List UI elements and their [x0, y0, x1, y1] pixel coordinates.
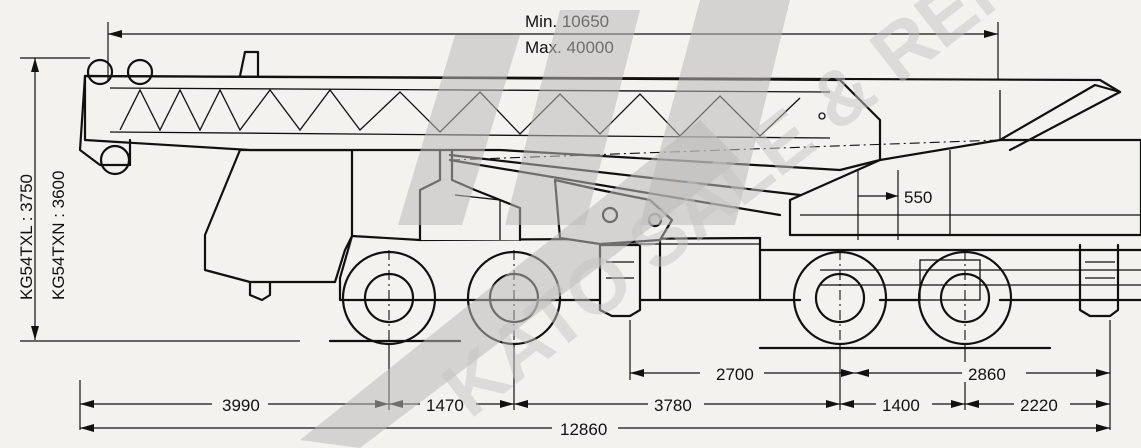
dim-1400-label: 1400 [882, 396, 920, 415]
height-txn-label: KG54TXN : 3600 [49, 171, 68, 300]
dim-2700-label: 2700 [716, 365, 754, 384]
dim-550: 550 [857, 170, 932, 240]
offset-550-label: 550 [904, 188, 932, 207]
height-txl-label: KG54TXL : 3750 [17, 174, 36, 300]
dim-2220-label: 2220 [1020, 396, 1058, 415]
carrier-chassis [338, 234, 1141, 302]
outriggers [248, 243, 1120, 318]
dim-row-overall: 12860 [80, 418, 1110, 439]
dim-extension-lines [79, 320, 1111, 430]
dim-row-outriggers: 2700 2860 [630, 362, 1110, 384]
dim-12860-label: 12860 [560, 420, 607, 439]
dim-row-axles: 3990 1470 3780 1400 2220 [80, 394, 1110, 415]
dim-height: KG54TXL : 3750 KG54TXN : 3600 [17, 57, 90, 340]
dim-3990-label: 3990 [222, 396, 260, 415]
rear-wheels [792, 250, 1013, 346]
dim-1470-label: 1470 [426, 396, 464, 415]
dim-2860-label: 2860 [968, 365, 1006, 384]
dim-3780-label: 3780 [654, 396, 692, 415]
